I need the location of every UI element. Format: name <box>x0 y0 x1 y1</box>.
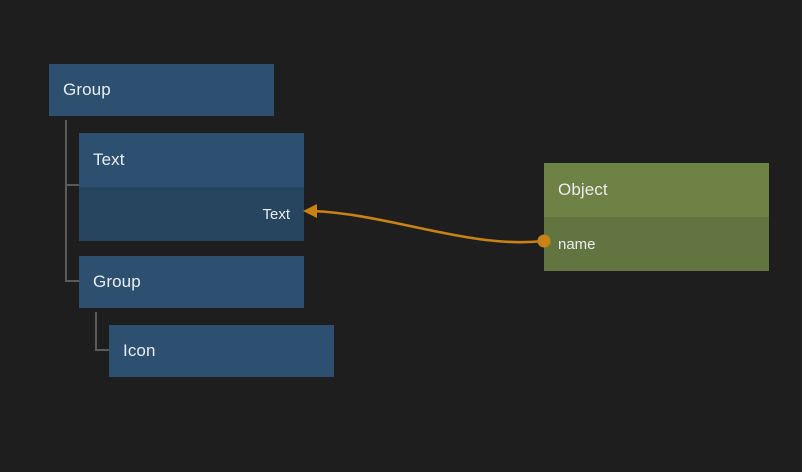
node-title: Group <box>49 64 274 116</box>
tree-connector-root-to-text <box>65 120 79 186</box>
tree-connector-group-to-icon <box>95 312 109 351</box>
node-group-child[interactable]: Group <box>79 256 304 308</box>
connection-arrow-left-icon <box>303 204 317 218</box>
node-title: Group <box>79 256 304 308</box>
node-icon[interactable]: Icon <box>109 325 334 377</box>
node-object[interactable]: Object name <box>544 163 769 271</box>
node-title: Icon <box>109 325 334 377</box>
node-group-root[interactable]: Group <box>49 64 274 116</box>
node-row-name[interactable]: name <box>544 217 769 271</box>
node-text[interactable]: Text Text <box>79 133 304 241</box>
tree-connector-root-to-group <box>65 120 79 282</box>
node-row-text[interactable]: Text <box>79 187 304 241</box>
node-row-label: Text <box>262 205 290 223</box>
node-row-label: name <box>558 235 596 253</box>
connection-edge[interactable] <box>310 209 545 244</box>
node-title: Text <box>79 133 304 187</box>
node-title: Object <box>544 163 769 217</box>
